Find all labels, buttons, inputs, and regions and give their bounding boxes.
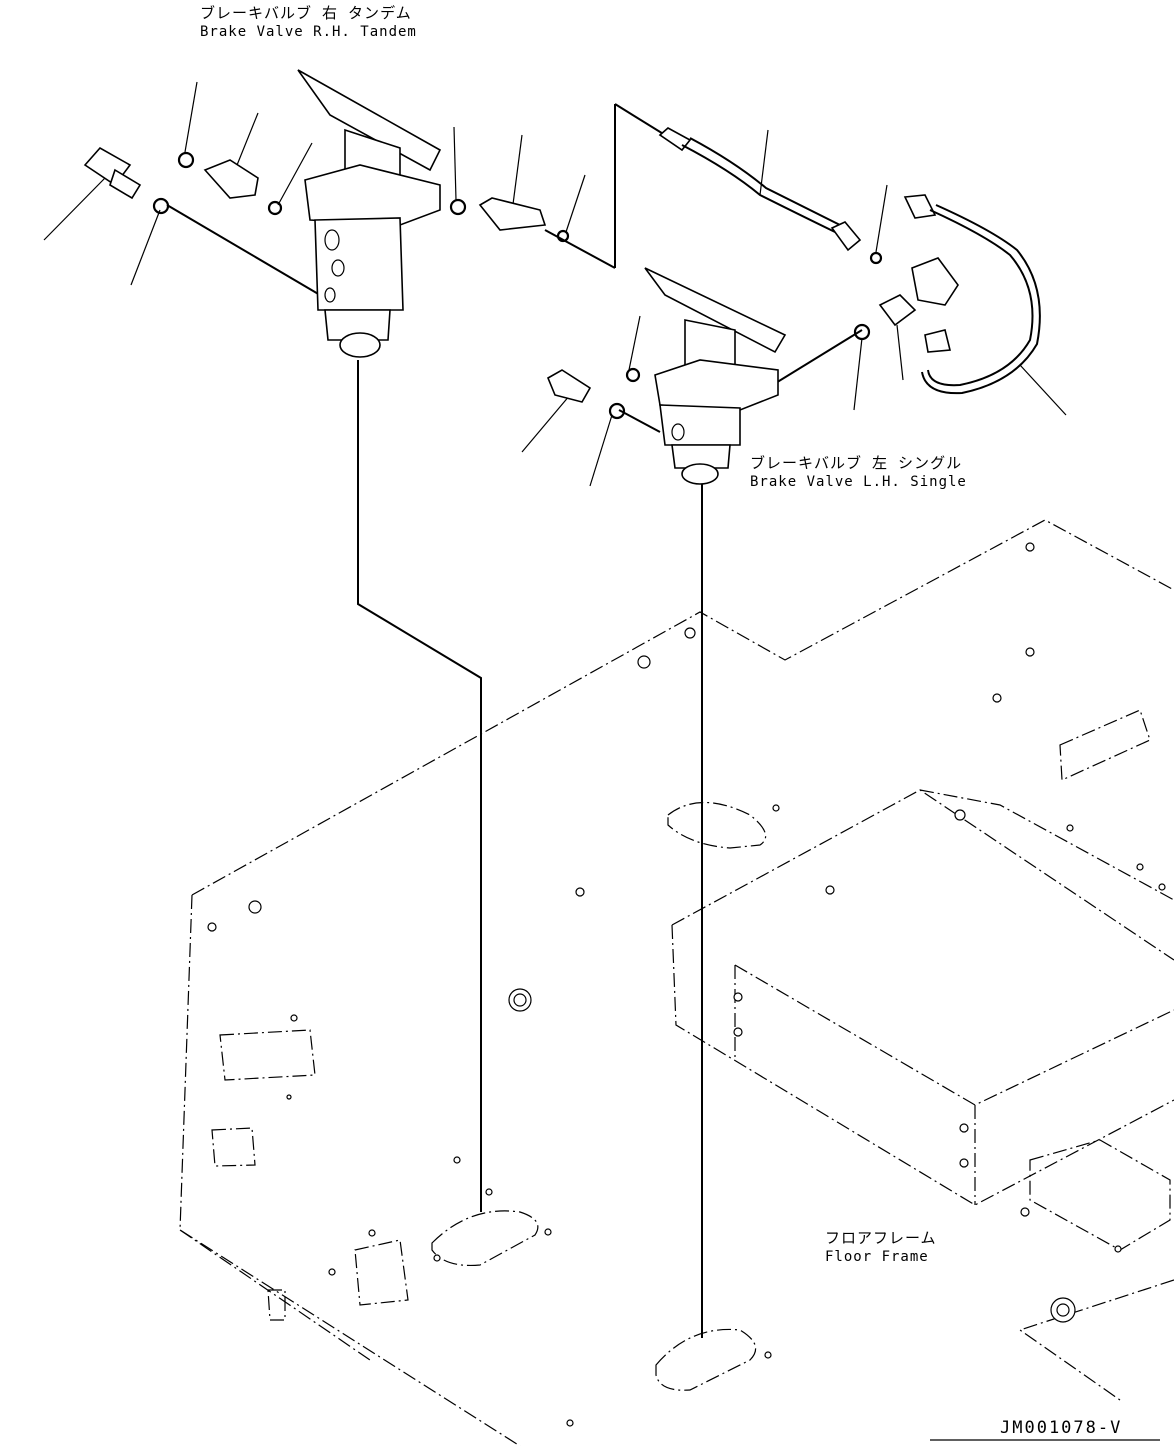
brake-valve-rh-label-jp: ブレーキバルブ 右 タンデム — [200, 4, 412, 22]
pressure-switch-assembly — [853, 194, 1041, 395]
routing-lines — [166, 103, 863, 1338]
brake-hose — [658, 127, 883, 265]
floor-frame-label-jp: フロアフレーム — [825, 1229, 937, 1247]
floor-frame-label-en: Floor Frame — [825, 1249, 929, 1265]
drawing-code: JM001078-V — [1000, 1418, 1123, 1438]
floor-frame — [179, 519, 1174, 1446]
callout-leaders — [43, 81, 1067, 487]
lh-fittings — [546, 367, 641, 420]
rh-fittings — [83, 146, 570, 243]
brake-valve-rh-label-en: Brake Valve R.H. Tandem — [200, 24, 417, 40]
brake-valve-lh-label-en: Brake Valve L.H. Single — [750, 474, 967, 490]
brake-valve-lh-label-jp: ブレーキバルブ 左 シングル — [750, 454, 963, 472]
brake-valve-lh — [644, 267, 787, 485]
brake-valve-rh — [297, 69, 442, 358]
